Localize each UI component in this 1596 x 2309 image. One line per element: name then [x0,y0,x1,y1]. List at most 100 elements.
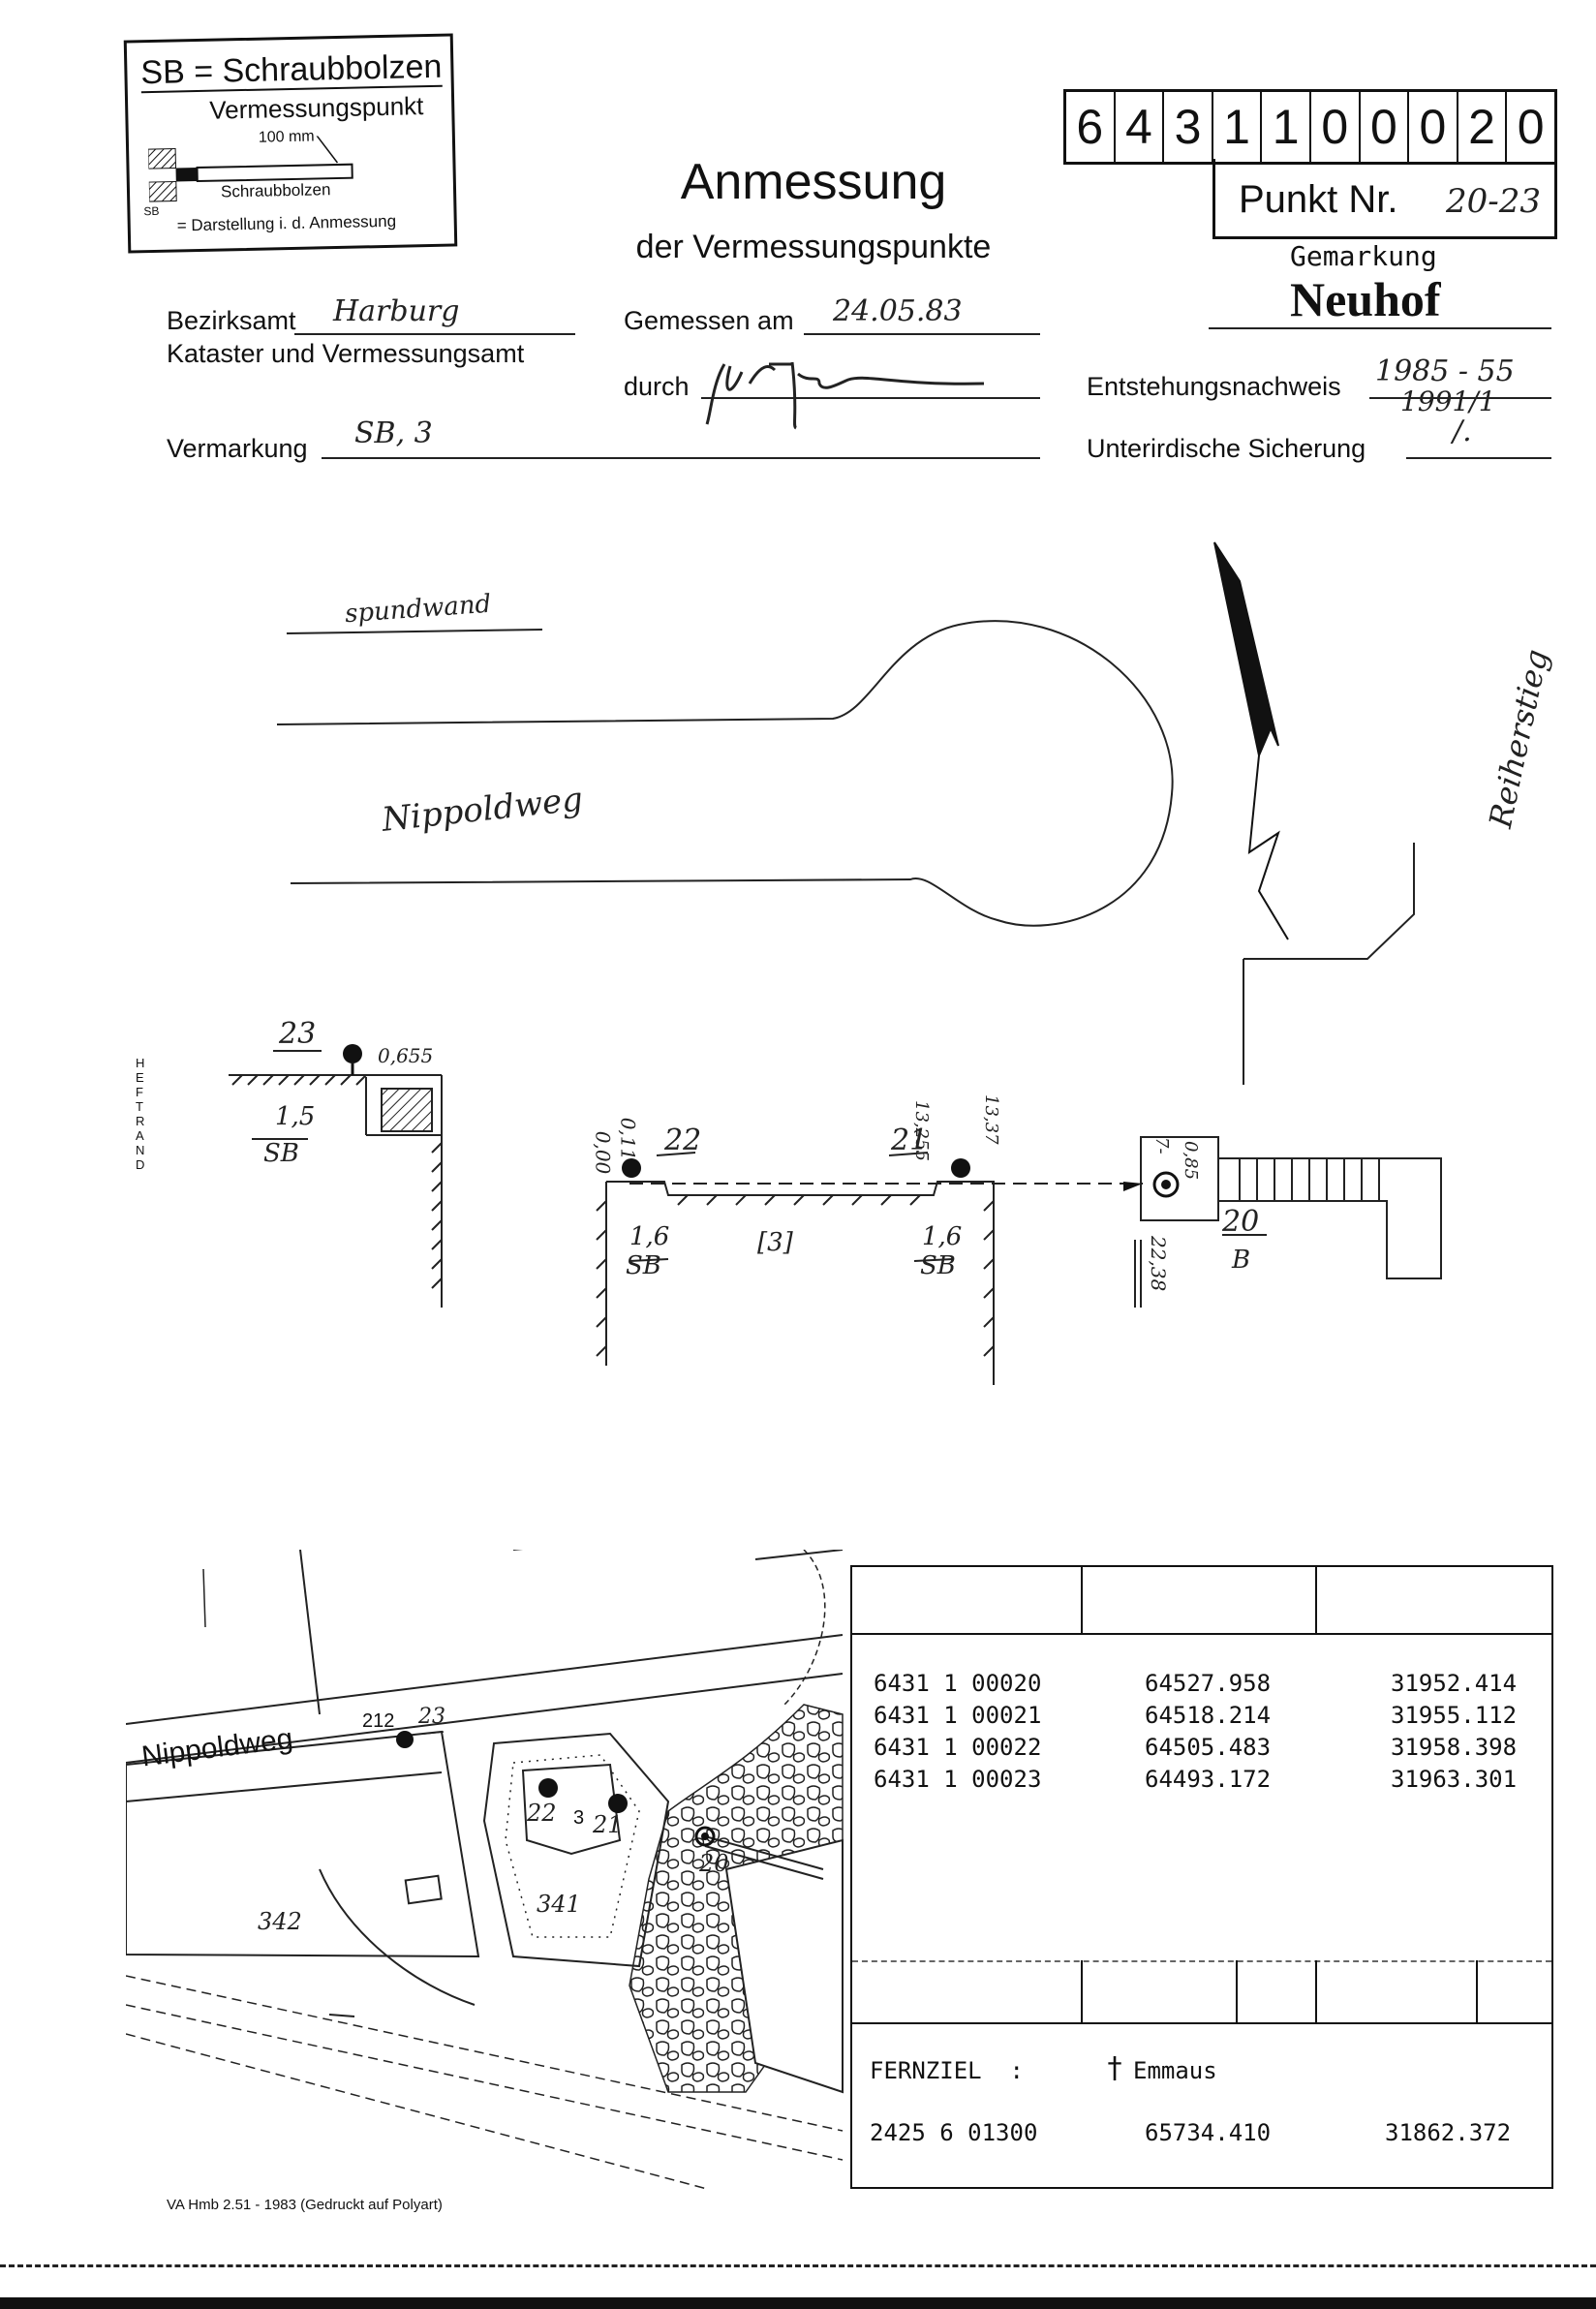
bezirksamt-line [294,300,575,335]
gemessen-value: 24.05.83 [833,294,963,328]
fernziel-y: 31862.372 [1385,2119,1512,2146]
p21-d2: 13,37 [981,1094,1001,1145]
entstehung-value-1: 1985 - 55 [1375,354,1515,388]
digit: 4 [1116,92,1165,162]
p22-label: 22 [664,1124,702,1157]
north-arrow-icon [1213,541,1279,759]
p20-d1: 0,85 [1181,1141,1201,1181]
fernziel-label: FERNZIEL : [870,2057,1024,2084]
p21-depth: 1,6 [922,1222,963,1251]
p23-distance: 0,655 [378,1044,434,1067]
page-title: Anmessung [680,154,947,210]
legend-bolt-label: Schraubbolzen [220,180,331,201]
p22-type: SB [626,1251,661,1280]
street-outline [276,620,1174,927]
p23-type: SB [263,1139,299,1168]
gemarkung-label: Gemarkung [1290,240,1437,272]
legend-representation: = Darstellung i. d. Anmessung [176,211,397,235]
bottom-edge [0,2297,1596,2309]
side-street-line [1243,843,1415,1085]
p23-label: 23 [279,1017,317,1051]
p21-d1: 13,255 [911,1100,932,1161]
p20-label: 20 [1222,1205,1260,1239]
digit: 0 [1409,92,1458,162]
p22-d1: 0,00 [591,1130,615,1175]
legend-point-label: Vermessungspunkt [208,91,424,125]
point-20-marker [1152,1171,1180,1198]
punkt-value: 20-23 [1446,182,1542,221]
digit: 0 [1517,100,1545,154]
punkt-label: Punkt Nr. [1239,178,1398,221]
digit: 2 [1458,92,1508,162]
map-point-21-label: 21 [593,1811,623,1838]
point-23-marker [343,1044,362,1063]
punkt-box: Punkt Nr. 20-23 [1212,159,1557,239]
building-number: [3] [757,1228,793,1257]
unterirdisch-value: /. [1453,415,1472,448]
durch-label: durch [624,372,690,401]
digit: 1 [1262,92,1311,162]
spundwand-line [286,629,543,634]
p20-d3: 22,38 [1147,1236,1170,1292]
digit: 0 [1361,92,1410,162]
p21-type: SB [920,1251,956,1280]
legend-title: SB = Schraubbolzen [140,47,443,94]
signature-icon [705,361,985,430]
map-point-22 [538,1778,558,1798]
gemarkung-value: Neuhof [1209,271,1551,329]
map-excerpt [126,1550,844,2189]
fernziel-id: 2425 6 01300 [870,2119,1038,2146]
amt-line: Kataster und Vermessungsamt [167,339,525,368]
map-point-20 [694,1826,716,1847]
unterirdisch-label: Unterirdische Sicherung [1087,434,1366,463]
map-parcel-341: 341 [537,1891,581,1918]
north-arrow-tail-icon [1247,754,1289,940]
vermarkung-value: SB, 3 [354,416,433,450]
p20-type: B [1232,1246,1251,1275]
digit: 1 [1213,92,1263,162]
vermarkung-line [322,424,1040,459]
point-number-box: 6 4 3 1 1 0 0 0 2 0 [1063,89,1557,165]
map-parcel-212: 212 [362,1710,395,1732]
map-point-22-label: 22 [527,1800,557,1827]
gemessen-line [804,300,1040,335]
map-point-23-label: 23 [418,1705,445,1729]
legend-box: SB = Schraubbolzen Vermessungspunkt 100 … [123,33,458,254]
page-subtitle: der Vermessungspunkte [635,229,992,265]
map-parcel-342: 342 [258,1908,302,1935]
p23-depth: 1,5 [275,1102,316,1131]
unterirdisch-line [1406,424,1551,459]
digit: 0 [1311,92,1361,162]
point-22-marker [622,1158,641,1178]
table-header [852,1567,1551,1635]
p22-depth: 1,6 [629,1222,670,1251]
p22-d2: 0,11 [616,1117,640,1161]
fernziel-x: 65734.410 [1145,2119,1272,2146]
gemessen-label: Gemessen am [624,306,794,335]
map-house-number: 3 [573,1807,585,1829]
heftrand-label: HEFTRAND [136,1056,145,1172]
legend-symbol: SB [143,203,160,219]
footer-note: VA Hmb 2.51 - 1983 (Gedruckt auf Polyart… [167,2197,443,2213]
point-21-marker [951,1158,970,1178]
entstehung-value-2: 1991/1 [1400,385,1496,417]
entstehung-label: Entstehungsnachweis [1087,372,1341,401]
p20-d2: 7- [1151,1137,1172,1154]
bezirksamt-label: Bezirksamt [167,306,296,335]
vermarkung-label: Vermarkung [167,434,308,463]
bolt-diagram-icon [147,135,353,202]
entstehung-line [1369,364,1551,399]
bezirksamt-value: Harburg [333,294,460,328]
bottom-cut-line [0,2264,1596,2267]
digit: 6 [1066,92,1116,162]
digit: 3 [1164,92,1213,162]
map-point-20-label: 20 [699,1850,729,1877]
durch-line [701,364,1040,399]
map-point-23 [396,1731,414,1748]
cross-icon: † [1106,2051,1124,2085]
survey-sketch [229,541,1442,1385]
p21-label: 21 [891,1124,929,1157]
